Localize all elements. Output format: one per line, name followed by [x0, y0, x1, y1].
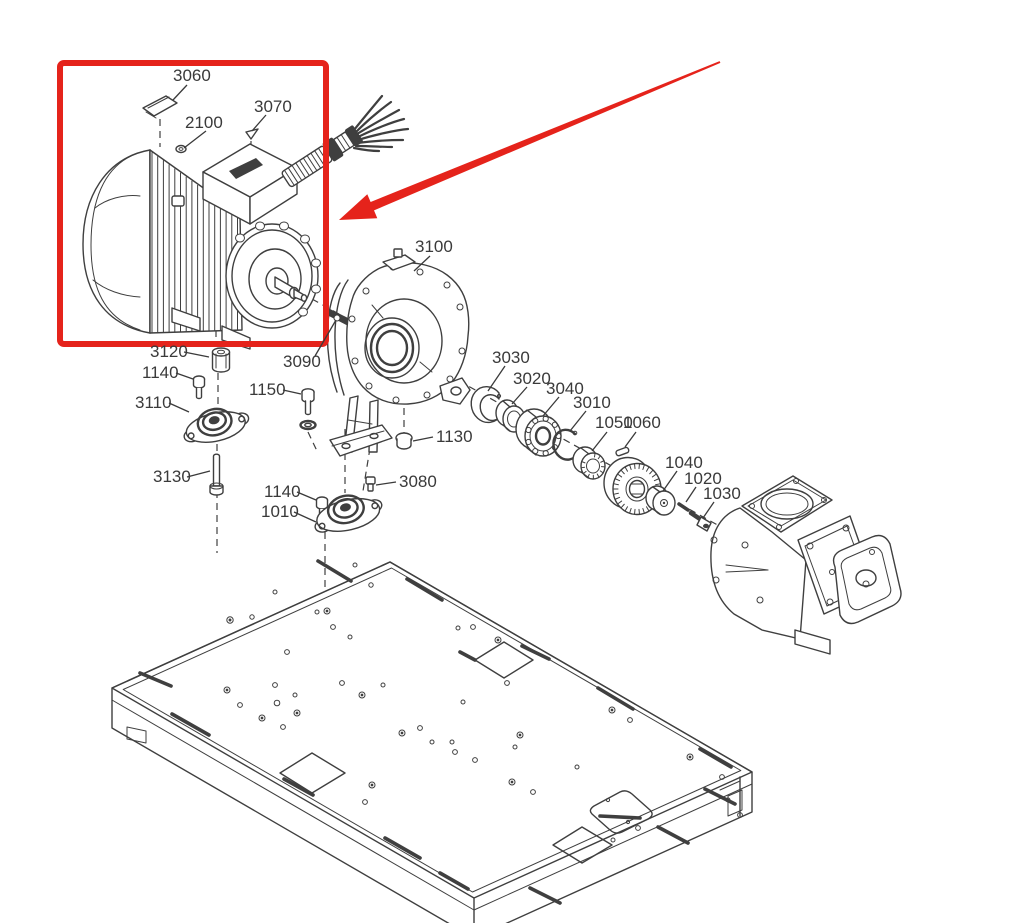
hub-washer-1040 — [645, 485, 676, 516]
leader-line-1030 — [702, 501, 715, 519]
cable-gland — [281, 125, 363, 188]
part-label-3070-2: 3070 — [254, 97, 292, 116]
leader-line-1040 — [662, 470, 678, 492]
bolt-3130 — [209, 453, 224, 496]
leader-line-1150 — [282, 389, 302, 395]
leader-line-1130 — [412, 436, 434, 442]
rubber-mount-3110 — [183, 407, 250, 443]
leader-line-3030 — [487, 365, 506, 392]
bolt-1150 — [301, 388, 315, 416]
part-label-3030-4: 3030 — [492, 348, 530, 367]
part-label-1130-19: 1130 — [436, 427, 473, 446]
pin-1020 — [677, 502, 690, 512]
leader-line-3120 — [183, 351, 210, 358]
plate-holes — [223, 562, 743, 843]
part-label-3110-15: 3110 — [135, 393, 172, 412]
leader-line-3090 — [314, 319, 337, 357]
key-1060 — [615, 446, 630, 457]
ball-bearing-3040 — [515, 408, 562, 457]
spacer-3120 — [211, 347, 231, 373]
bell-housing — [326, 248, 471, 457]
callout-layer: 3060 2100 3070 3100 3030 30203040301010501060… — [135, 66, 741, 523]
part-label-2100-1: 2100 — [185, 113, 223, 132]
gearbox-housing — [710, 475, 902, 655]
rubber-mount-1010 — [314, 494, 383, 533]
leader-line-1140 — [175, 372, 194, 380]
part-label-3040-6: 3040 — [546, 379, 584, 398]
part-label-1050-8: 1050 — [595, 413, 633, 432]
screw-3080 — [365, 476, 376, 492]
leader-line-3010 — [569, 410, 587, 432]
plate-slots — [138, 559, 733, 905]
bolt-1030 — [688, 510, 712, 532]
motor-wires — [352, 94, 410, 153]
leader-line-3040 — [542, 396, 560, 417]
leader-line-3100 — [413, 255, 431, 272]
washer-1150 — [299, 419, 317, 431]
cover-plate-3060 — [142, 95, 178, 119]
part-label-1140-21: 1140 — [264, 482, 301, 501]
leader-line-1140 — [296, 491, 317, 501]
part-label-1140-14: 1140 — [142, 363, 179, 382]
part-label-3010-7: 3010 — [573, 393, 611, 412]
part-label-1030-12: 1030 — [703, 484, 741, 503]
base-plate — [111, 559, 753, 923]
part-label-3100-3: 3100 — [415, 237, 453, 256]
bolt-1140-upper — [192, 375, 206, 400]
part-label-1040-10: 1040 — [665, 453, 703, 472]
leader-line-1050 — [591, 431, 608, 452]
part-label-1060-9: 1060 — [623, 413, 661, 432]
part-label-3060-0: 3060 — [173, 66, 211, 85]
part-label-3090-18: 3090 — [283, 352, 321, 371]
leader-line-3110 — [168, 402, 190, 413]
leader-line-3020 — [511, 386, 528, 405]
electric-motor — [82, 94, 410, 350]
plug-1130 — [395, 432, 413, 450]
part-label-1150-17: 1150 — [249, 380, 286, 399]
part-label-1020-11: 1020 — [684, 469, 722, 488]
leader-line-3070 — [251, 114, 267, 132]
part-label-3080-20: 3080 — [399, 472, 437, 491]
part-label-1010-22: 1010 — [261, 502, 299, 521]
leader-line-1020 — [685, 486, 697, 503]
shaft-nut-1050 — [572, 446, 606, 480]
leader-line-2100 — [183, 130, 207, 149]
leader-line-1010 — [293, 511, 317, 523]
leader-line-3130 — [186, 470, 211, 478]
part-label-3020-5: 3020 — [513, 369, 551, 388]
part-label-3130-16: 3130 — [153, 467, 191, 486]
highlight-arrow — [339, 61, 721, 220]
leader-line-3080 — [375, 481, 397, 486]
part-label-3120-13: 3120 — [150, 342, 188, 361]
leader-line-3060 — [172, 84, 188, 101]
leader-line-1060 — [624, 431, 637, 448]
highlight-box — [57, 60, 329, 347]
